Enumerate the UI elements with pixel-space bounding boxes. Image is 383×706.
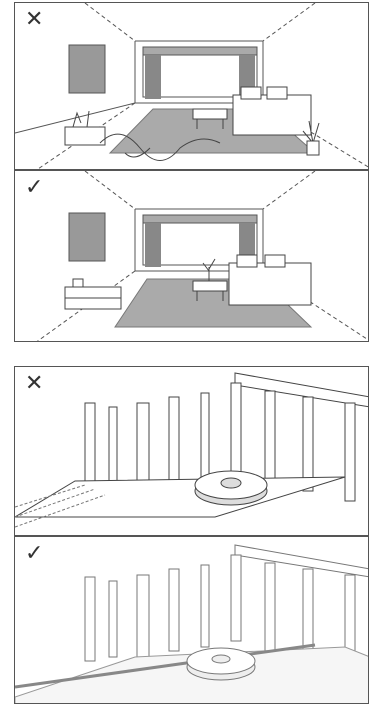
check-mark-icon: ✓ <box>25 543 43 565</box>
cross-mark-icon: ✕ <box>25 373 43 395</box>
panel-room-tidy: ✓ <box>14 170 369 342</box>
railing-safe-illustration <box>15 537 369 704</box>
check-mark-icon: ✓ <box>25 177 43 199</box>
cross-mark-icon: ✕ <box>25 9 43 31</box>
panel-railing-robot-edge: ✕ <box>14 366 369 536</box>
panel-room-cluttered: ✕ <box>14 2 369 170</box>
room-tidy-illustration <box>15 171 369 342</box>
room-cluttered-illustration <box>15 3 369 170</box>
railing-edge-illustration <box>15 367 369 536</box>
panel-railing-robot-safe: ✓ <box>14 536 369 704</box>
